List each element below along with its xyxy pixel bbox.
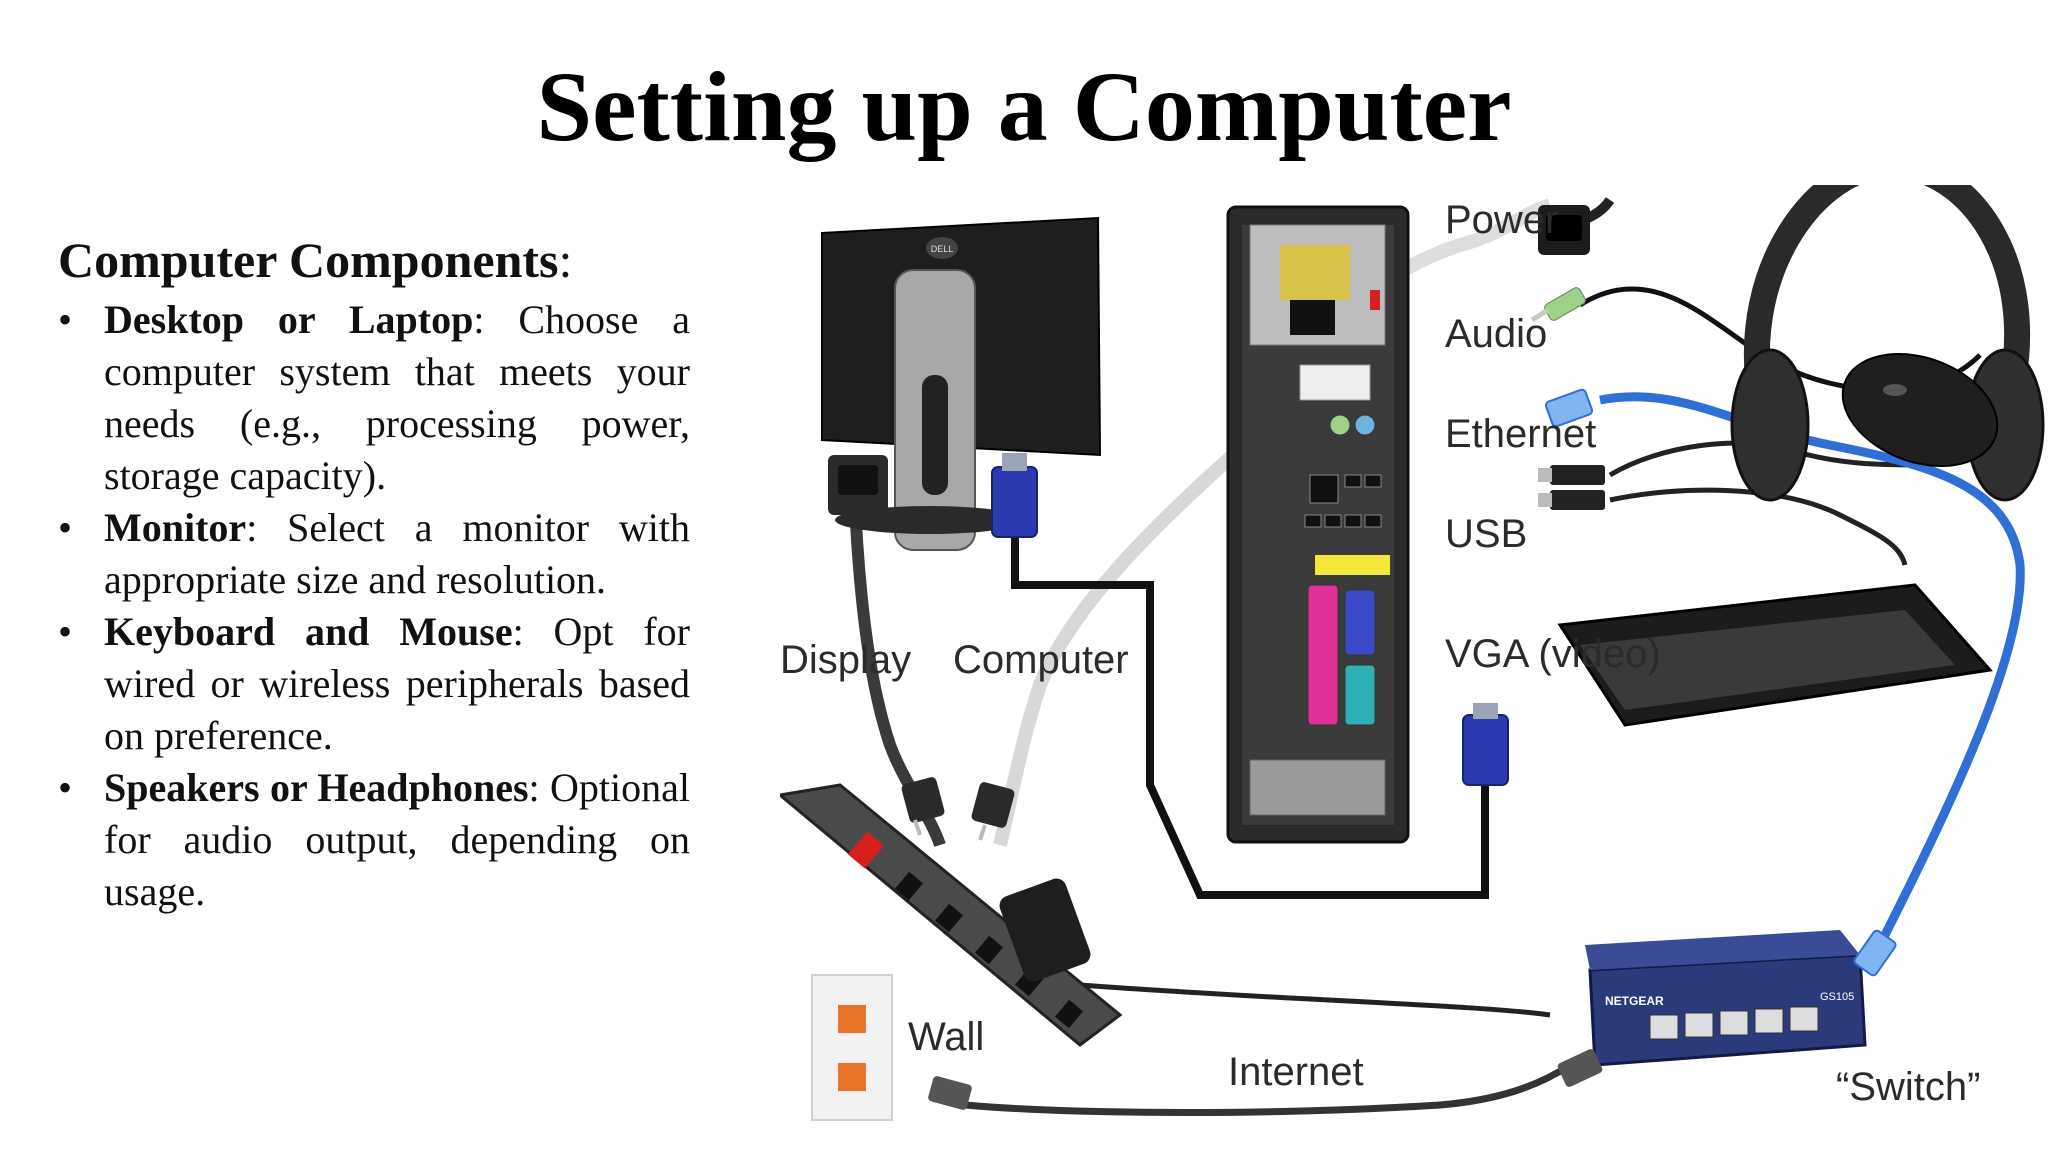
pc-ethernet-port — [1309, 474, 1339, 504]
wall-jack-top — [838, 1005, 866, 1033]
pc-audio-jack-blue — [1354, 414, 1376, 436]
wall-ethernet-plug — [928, 1076, 972, 1110]
label-computer: Computer — [953, 638, 1129, 682]
vga-plug — [1462, 703, 1509, 786]
setup-diagram-svg: DELL — [780, 185, 2045, 1121]
power-strip-switch — [847, 831, 885, 869]
switch-model: GS105 — [1820, 991, 1854, 1003]
strip-plug-display — [901, 777, 945, 836]
label-wall: Wall — [908, 1015, 984, 1059]
monitor: DELL — [821, 216, 1102, 551]
pc-parallel-port — [1307, 584, 1339, 726]
pc-usb-ports — [1304, 474, 1382, 528]
label-ethernet: Ethernet — [1445, 412, 1596, 456]
item-text: : Select a monitor with appropriate size… — [104, 504, 690, 602]
components-heading: Computer Components: — [58, 232, 690, 290]
monitor-stand-slot — [922, 375, 948, 495]
switch-internet-plug — [1557, 1049, 1603, 1087]
mouse — [1841, 352, 1999, 468]
power-adapter — [999, 878, 1091, 982]
monitor-logo — [926, 237, 958, 259]
components-list: Desktop or Laptop: Choose a computer sys… — [58, 294, 690, 918]
components-panel: Computer Components: Desktop or Laptop: … — [58, 232, 690, 918]
audio-plug — [1530, 287, 1586, 323]
computer-power-cable — [993, 389, 1305, 847]
headphone-left-cup — [1730, 348, 1810, 502]
pc-yellow-label — [1315, 555, 1390, 575]
ethernet-plug — [1544, 388, 1594, 428]
usb-plugs — [1538, 465, 1605, 510]
pc-audio-jack-green — [1329, 414, 1351, 436]
monitor-vga-plug — [991, 453, 1038, 538]
label-vga: VGA (video) — [1445, 632, 1661, 676]
pc-expansion-slot — [1249, 759, 1386, 816]
pc-vga-port — [1344, 589, 1376, 656]
power-plug — [1538, 205, 1590, 255]
pc-power-socket — [1290, 300, 1335, 335]
switch-ports — [1649, 1006, 1819, 1040]
pc-tower — [1226, 205, 1410, 844]
item-term: Monitor — [104, 504, 247, 550]
display-power-plug — [828, 455, 888, 515]
label-audio: Audio — [1445, 312, 1547, 356]
wall-jack-bottom — [838, 1063, 866, 1091]
switch-ethernet-plug — [1853, 929, 1897, 977]
item-term: Keyboard and Mouse — [104, 608, 513, 654]
list-item: Speakers or Headphones: Optional for aud… — [58, 762, 690, 918]
label-internet: Internet — [1228, 1050, 1364, 1094]
pc-label — [1299, 364, 1371, 401]
wall-plate — [811, 974, 893, 1121]
pc-serial-port — [1344, 664, 1376, 726]
strip-plug-computer — [971, 782, 1015, 841]
internet-cable — [964, 1062, 1572, 1116]
item-term: Speakers or Headphones — [104, 764, 529, 810]
label-usb: USB — [1445, 512, 1527, 556]
item-text: : Optional for audio output, depending o… — [104, 764, 690, 914]
keyboard — [1557, 583, 1993, 727]
item-term: Desktop or Laptop — [104, 296, 474, 342]
monitor-brand: DELL — [931, 244, 954, 254]
slide-title: Setting up a Computer — [536, 51, 1512, 162]
usb-cable-keyboard — [1609, 487, 1908, 566]
components-heading-colon: : — [558, 232, 573, 288]
switch-power-cable — [1079, 982, 1551, 1018]
label-display: Display — [780, 638, 911, 682]
list-item: Keyboard and Mouse: Opt for wired or wir… — [58, 606, 690, 762]
setup-diagram: DELL — [780, 185, 2048, 1152]
pc-power-switch — [1370, 290, 1380, 310]
list-item: Monitor: Select a monitor with appropria… — [58, 502, 690, 606]
item-text: : Opt for wired or wireless peripherals … — [104, 608, 690, 758]
cables — [849, 196, 2025, 1116]
label-switch: “Switch” — [1836, 1065, 1980, 1109]
network-switch: NETGEAR GS105 — [1585, 930, 1867, 1067]
vga-cable — [1011, 465, 1489, 899]
components-heading-text: Computer Components — [58, 232, 559, 288]
label-power: Power — [1445, 198, 1558, 242]
switch-brand: NETGEAR — [1605, 994, 1664, 1008]
list-item: Desktop or Laptop: Choose a computer sys… — [58, 294, 690, 502]
pc-psu-fan — [1280, 245, 1350, 300]
item-text: : Choose a computer system that meets yo… — [104, 296, 690, 498]
